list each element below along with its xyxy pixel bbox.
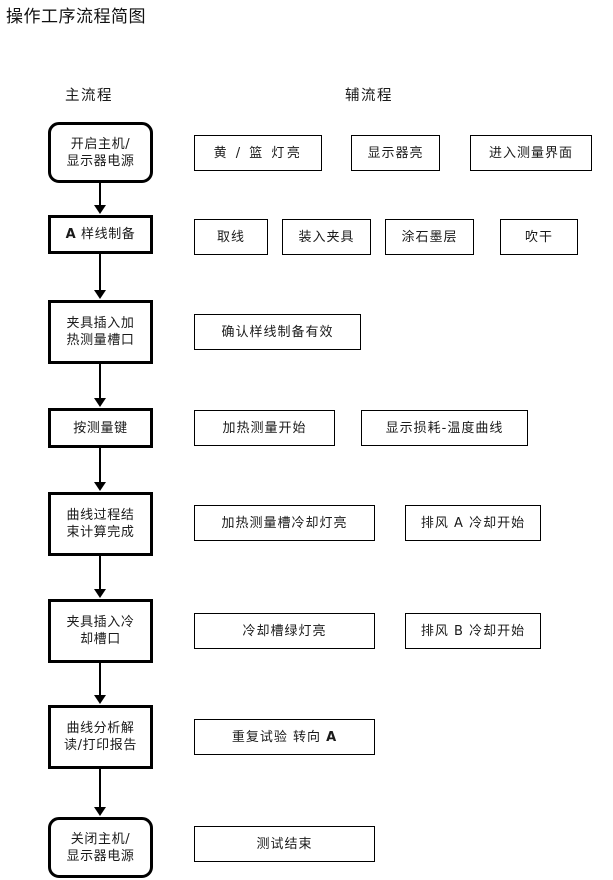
aux-box-r8-c1-label: 测试结束 <box>256 836 313 852</box>
column-header-aux-flow: 辅流程 <box>345 88 393 104</box>
aux-box-r7-c1-label: 重复试验 转向 A <box>231 729 338 745</box>
aux-box-r1-c3-label: 进入测量界面 <box>488 145 573 161</box>
node-press-measure-key[interactable]: 按测量键 <box>48 408 153 448</box>
node-power-off-label: 关闭主机/显示器电源 <box>66 831 135 864</box>
connector-1 <box>99 183 101 206</box>
node-press-measure-key-label: 按测量键 <box>73 420 128 436</box>
connector-4-arrow-icon <box>94 482 106 491</box>
aux-box-r3-c1[interactable]: 确认样线制备有效 <box>194 314 361 350</box>
node-curve-finished-label: 曲线过程结束计算完成 <box>66 508 135 540</box>
aux-box-r2-c4-label: 吹干 <box>524 229 553 245</box>
aux-box-r1-c1-label: 黄 / 篮 灯亮 <box>213 145 303 161</box>
node-power-on-label: 开启主机/显示器电源 <box>66 136 135 169</box>
connector-2-arrow-icon <box>94 290 106 299</box>
node-analyze-print-report-label: 曲线分析解读/打印报告 <box>64 721 137 753</box>
aux-box-r5-c1-label: 加热测量槽冷却灯亮 <box>221 515 348 531</box>
aux-box-r4-c1-label: 加热测量开始 <box>222 420 307 436</box>
node-insert-heating-slot[interactable]: 夹具插入加热测量槽口 <box>48 300 153 364</box>
aux-box-r2-c1[interactable]: 取线 <box>194 219 268 255</box>
node-sample-prep-label: A 样线制备 <box>65 227 136 242</box>
aux-box-r6-c1-label: 冷却槽绿灯亮 <box>242 623 327 639</box>
connector-6 <box>99 663 101 696</box>
node-analyze-print-report[interactable]: 曲线分析解读/打印报告 <box>48 705 153 769</box>
aux-box-r1-c3[interactable]: 进入测量界面 <box>470 135 592 171</box>
aux-box-r6-c2-label: 排风 B 冷却开始 <box>420 623 526 639</box>
aux-box-r2-c3[interactable]: 涂石墨层 <box>385 219 474 255</box>
aux-box-r6-c2[interactable]: 排风 B 冷却开始 <box>405 613 541 649</box>
node-power-on[interactable]: 开启主机/显示器电源 <box>48 122 153 183</box>
connector-2 <box>99 254 101 291</box>
node-insert-cooling-slot[interactable]: 夹具插入冷却槽口 <box>48 599 153 663</box>
page-title: 操作工序流程简图 <box>6 7 146 27</box>
aux-box-r4-c2-label: 显示损耗-温度曲线 <box>385 420 504 436</box>
connector-7-arrow-icon <box>94 807 106 816</box>
connector-7 <box>99 769 101 808</box>
aux-box-r5-c1[interactable]: 加热测量槽冷却灯亮 <box>194 505 375 541</box>
node-curve-finished[interactable]: 曲线过程结束计算完成 <box>48 492 153 556</box>
aux-box-r2-c3-label: 涂石墨层 <box>401 229 458 245</box>
aux-box-r3-c1-label: 确认样线制备有效 <box>221 324 334 340</box>
connector-5-arrow-icon <box>94 589 106 598</box>
aux-box-r2-c4[interactable]: 吹干 <box>500 219 578 255</box>
aux-box-r7-c1[interactable]: 重复试验 转向 A <box>194 719 375 755</box>
aux-box-r5-c2-label: 排风 A 冷却开始 <box>420 515 526 531</box>
connector-3 <box>99 364 101 399</box>
aux-box-r4-c2[interactable]: 显示损耗-温度曲线 <box>361 410 528 446</box>
aux-box-r2-c2-label: 装入夹具 <box>298 229 355 245</box>
node-insert-cooling-slot-label: 夹具插入冷却槽口 <box>66 615 135 647</box>
connector-1-arrow-icon <box>94 205 106 214</box>
aux-box-r2-c2[interactable]: 装入夹具 <box>282 219 371 255</box>
aux-box-r8-c1[interactable]: 测试结束 <box>194 826 375 862</box>
aux-box-r5-c2[interactable]: 排风 A 冷却开始 <box>405 505 541 541</box>
aux-box-r4-c1[interactable]: 加热测量开始 <box>194 410 335 446</box>
connector-3-arrow-icon <box>94 398 106 407</box>
node-sample-prep[interactable]: A 样线制备 <box>48 215 153 254</box>
aux-box-r1-c1[interactable]: 黄 / 篮 灯亮 <box>194 135 322 171</box>
aux-box-r1-c2[interactable]: 显示器亮 <box>351 135 440 171</box>
connector-4 <box>99 448 101 483</box>
node-insert-heating-slot-label: 夹具插入加热测量槽口 <box>66 316 135 348</box>
aux-box-r2-c1-label: 取线 <box>216 229 245 245</box>
connector-5 <box>99 556 101 590</box>
connector-6-arrow-icon <box>94 695 106 704</box>
aux-box-r1-c2-label: 显示器亮 <box>367 145 424 161</box>
node-power-off[interactable]: 关闭主机/显示器电源 <box>48 817 153 878</box>
column-header-main-flow: 主流程 <box>65 88 113 104</box>
aux-box-r6-c1[interactable]: 冷却槽绿灯亮 <box>194 613 375 649</box>
